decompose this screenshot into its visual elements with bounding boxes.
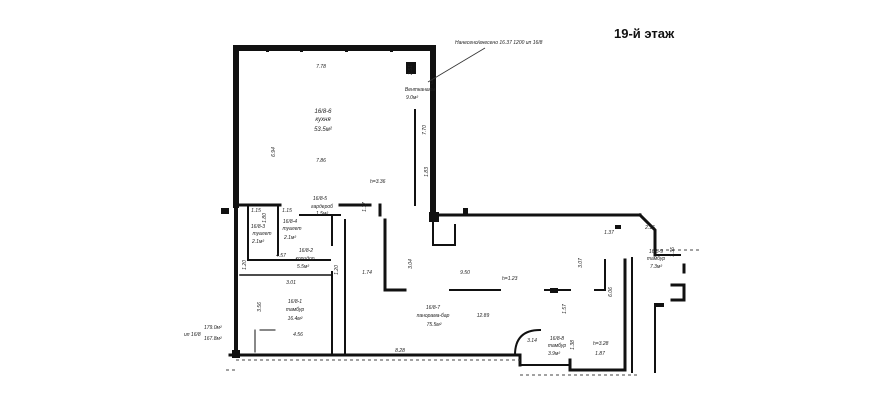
room-id: 16/8-7: [426, 305, 440, 311]
dimension: 4.57: [276, 253, 286, 259]
dimension: 1.83: [424, 167, 430, 177]
room-id: 16/8-1: [288, 299, 302, 305]
room-name: кухня: [315, 117, 331, 123]
area-total: 179.0м²: [204, 325, 222, 331]
dimension: 12.89: [477, 313, 490, 319]
dimensions: 7.78 2.51 7.70 6.94 7.86 1.83 1.15 1.15 …: [242, 64, 676, 357]
dimension: 2.15: [644, 225, 655, 231]
annotation: Нанесено/внесено 16.37 1200 ип 16/8: [455, 40, 543, 46]
dimension: 1.15: [282, 208, 292, 214]
dimension: 3.01: [286, 280, 296, 286]
room-toilet-2: 16/8-4 туалет 2.1м²: [283, 219, 302, 241]
room-vestibule-8: 16/8-8 тамбур 3.9м²: [548, 336, 567, 357]
room-kitchen: 16/8-6 кухня 53.5м²: [314, 109, 333, 133]
dimension: 1.20: [242, 260, 248, 270]
height-label: h=3.36: [370, 179, 386, 185]
height-label: h=3.28: [593, 341, 609, 347]
room-ventshafts: 1 Вентканалы 9.0м²: [405, 80, 435, 101]
annotation-leader: [427, 47, 486, 83]
walls: [228, 45, 686, 373]
room-vestibule-9: 16/8-9 тамбур 7.3м²: [647, 249, 666, 270]
dimension: 3.35: [670, 247, 676, 257]
room-vestibule-1: 16/8-1 тамбур 16.4м²: [286, 299, 305, 322]
room-id: 16/8-8: [550, 336, 564, 342]
dimension: 8.28: [395, 348, 405, 354]
room-area: 9.0м²: [406, 95, 418, 101]
dimension: 1.87: [595, 351, 605, 357]
room-name: тамбур: [647, 256, 666, 262]
room-area: 2.1м²: [283, 235, 296, 241]
room-corridor: 16/8-2 коридор 5.5м²: [295, 248, 314, 270]
room-id: 16/8-9: [649, 249, 663, 255]
room-area: 5.5м²: [297, 264, 309, 270]
room-name: туалет: [253, 231, 272, 237]
dimension: 6.94: [271, 147, 277, 157]
dimension: 1.17: [362, 202, 368, 212]
dimension: 1.74: [362, 270, 372, 276]
room-name: коридор: [295, 256, 314, 262]
room-id: 16/8-3: [251, 224, 265, 230]
floor-label: 19-й этаж: [614, 26, 675, 41]
room-wardrobe: 16/8-5 гардероб 1.5м²: [311, 196, 333, 217]
room-area: 16.4м²: [288, 316, 303, 322]
dimension: 7.78: [316, 64, 326, 70]
dimension: 1.38: [570, 340, 576, 350]
heights: h=3.36 h=1.23 h=3.28: [370, 179, 609, 347]
dimension: 1.80: [262, 213, 268, 223]
room-panorama-bar: 16/8-7 панорама-бар 75.5м²: [417, 305, 450, 328]
room-id: 16/8-5: [313, 196, 327, 202]
room-id: 16/8-2: [299, 248, 313, 254]
dimension: 1.20: [334, 265, 340, 275]
wall-ticks: [221, 46, 621, 358]
dimension: 2.51: [408, 65, 414, 76]
dimension: 3.07: [578, 258, 584, 268]
room-area: 53.5м²: [314, 127, 333, 133]
room-area: 7.3м²: [650, 264, 662, 270]
area-total: 167.8м²: [204, 336, 222, 342]
room-id: 16/8-6: [314, 109, 332, 115]
area-prefix: ип 16/8: [184, 332, 201, 338]
room-area: 75.5м²: [427, 322, 442, 328]
area-totals: ип 16/8 179.0м² 167.8м²: [184, 325, 222, 342]
dimension: 1.57: [562, 304, 568, 314]
room-area: 2.1м²: [251, 239, 264, 245]
dimension: 7.86: [316, 158, 326, 164]
room-id: 1: [431, 80, 434, 86]
room-area: 1.5м²: [316, 211, 328, 217]
dashed-lines: [226, 249, 700, 376]
dimension: 9.50: [460, 270, 470, 276]
dimension: 1.15: [251, 208, 261, 214]
height-label: h=1.23: [502, 276, 518, 282]
dimension: 6.06: [608, 287, 614, 297]
room-toilet-1: 16/8-3 туалет 2.1м²: [251, 224, 272, 245]
dimension: 3.14: [527, 338, 537, 344]
dimension: 7.70: [422, 125, 428, 135]
dimension: 3.04: [408, 259, 414, 269]
dimension: 4.56: [293, 332, 303, 338]
room-name: туалет: [283, 226, 302, 232]
room-area: 3.9м²: [548, 351, 560, 357]
room-name: гардероб: [311, 204, 333, 210]
room-id: 16/8-4: [283, 219, 297, 225]
room-name: Вентканалы: [405, 87, 435, 93]
room-name: панорама-бар: [417, 313, 450, 319]
dimension: 3.56: [257, 302, 263, 312]
dimension: 1.37: [604, 230, 614, 236]
room-name: тамбур: [286, 307, 305, 313]
room-name: тамбур: [548, 343, 567, 349]
